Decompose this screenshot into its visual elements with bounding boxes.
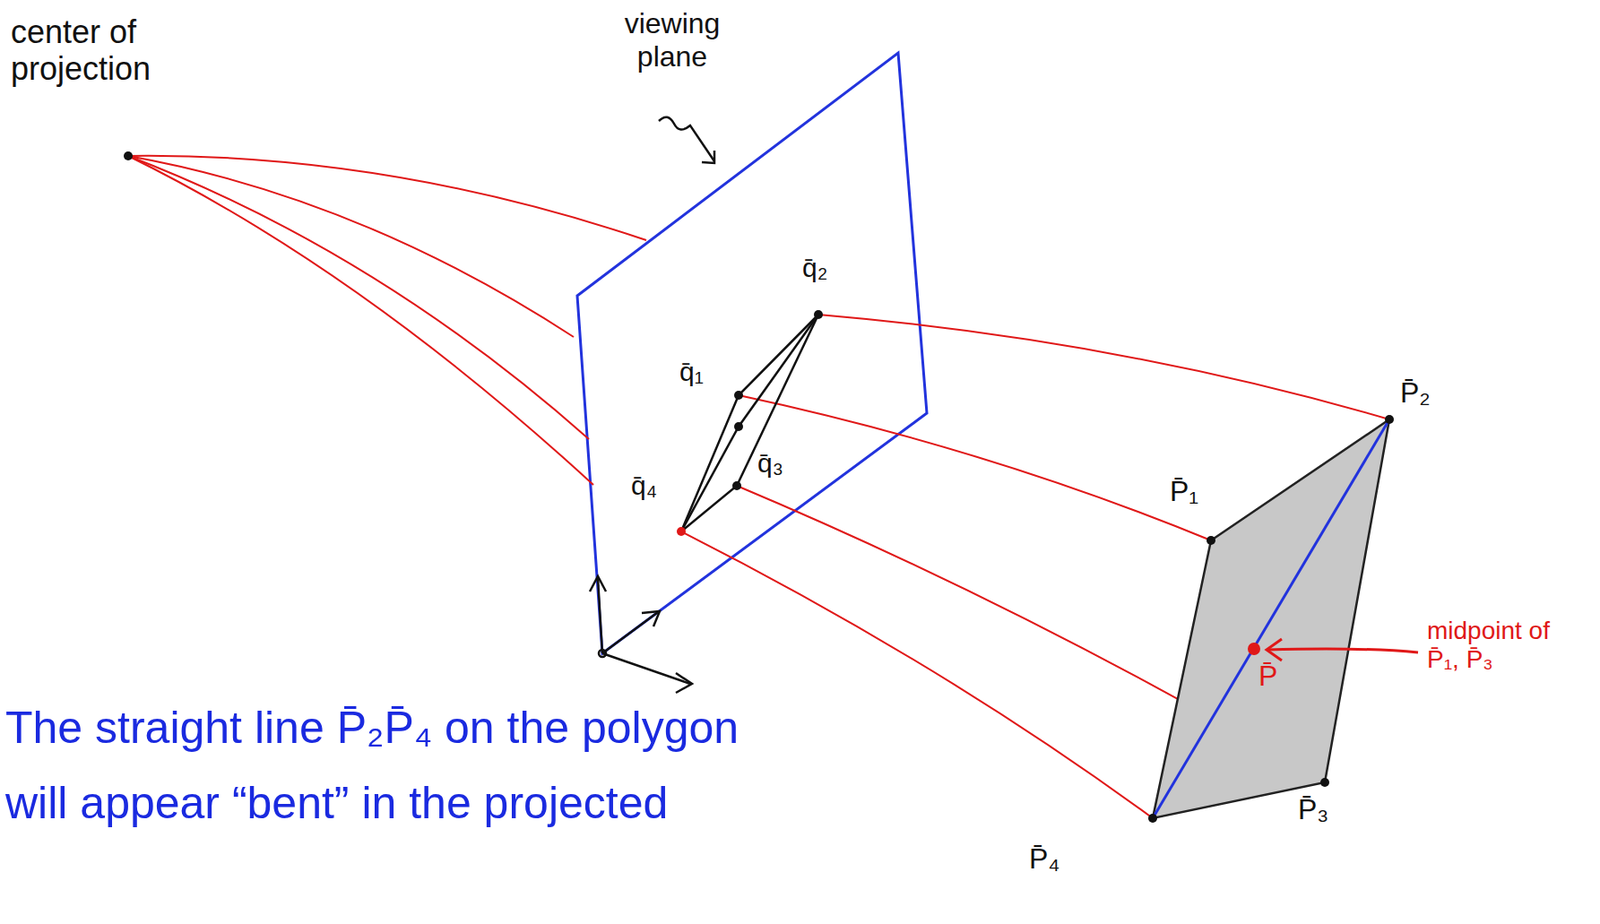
midpoint-note: midpoint of P̄₁, P̄₃ <box>1427 616 1589 675</box>
polygon-vertices <box>1148 415 1394 823</box>
diagonal-line <box>1152 419 1390 819</box>
cop-label: center of projection <box>10 13 226 88</box>
point-label: P̄₃ <box>1297 793 1329 827</box>
plane-label: viewing plane <box>587 7 758 74</box>
point-label: q̄₂ <box>802 252 828 285</box>
viewing-plane <box>577 52 927 654</box>
point-label: q̄₃ <box>757 448 784 480</box>
pointer-head <box>701 150 715 164</box>
point-label: q̄₁ <box>679 356 704 389</box>
midpoint-arrow <box>1266 639 1419 661</box>
point-label: P̄₂ <box>1400 376 1431 410</box>
axes <box>589 576 692 693</box>
note-text: The straight line P̄₂P̄₄ on the polygon … <box>5 690 795 841</box>
point-label: q̄₄ <box>631 470 658 502</box>
polygon <box>1152 419 1390 819</box>
point-label: P̄ <box>1258 659 1278 693</box>
point-label: P̄₁ <box>1169 475 1199 509</box>
point-label: P̄₄ <box>1029 842 1060 876</box>
midpoint-dot <box>1247 642 1261 656</box>
center-point <box>123 151 133 161</box>
projected-points <box>676 310 823 537</box>
pointer-arrow <box>658 117 715 162</box>
projected-polygon <box>681 314 819 532</box>
